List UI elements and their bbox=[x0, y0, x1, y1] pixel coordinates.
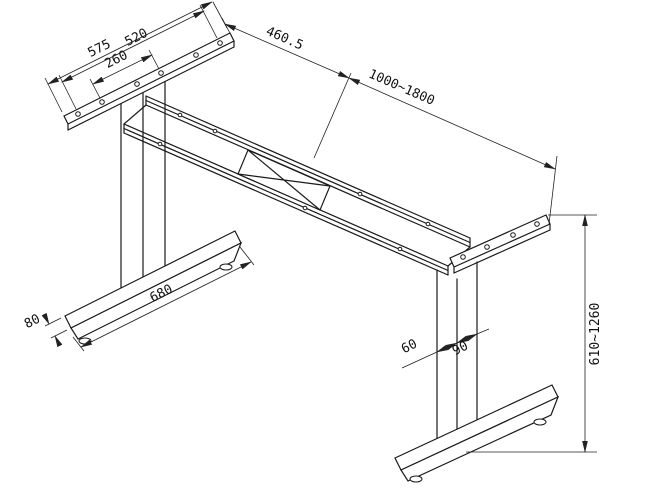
left-foot bbox=[64, 230, 243, 345]
dim-label-frame-length-range: 1000~1800 bbox=[366, 67, 437, 109]
right-foot-leveler bbox=[533, 418, 547, 426]
dim-label-column-depth: 60 bbox=[399, 337, 420, 357]
dim-label-plate-hole-span: 520 bbox=[123, 26, 151, 50]
right-column bbox=[436, 261, 478, 447]
dimension-height-range: 610~1260 bbox=[466, 214, 603, 453]
dim-label-beam-section: 460.5 bbox=[263, 24, 305, 53]
dim-label-column-width: 90 bbox=[450, 339, 471, 359]
left-foot-leveler bbox=[219, 263, 233, 271]
dim-label-height-range: 610~1260 bbox=[588, 303, 603, 366]
right-foot-leveler bbox=[409, 475, 423, 483]
right-mounting-plate bbox=[449, 214, 551, 274]
dim-label-foot-height: 80 bbox=[22, 312, 43, 332]
dimension-column-section-60-90: 60 90 bbox=[399, 328, 490, 369]
telescopic-beam bbox=[123, 95, 471, 276]
dimension-foot-height-80: 80 bbox=[22, 312, 68, 348]
right-foot bbox=[394, 384, 560, 483]
left-column bbox=[120, 81, 166, 297]
